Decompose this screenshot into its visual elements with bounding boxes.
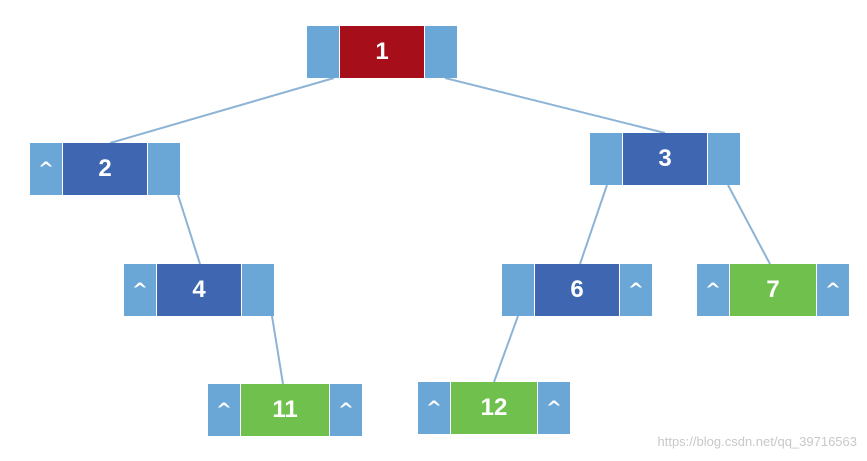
edge-3-6 bbox=[579, 184, 608, 265]
tree-node-6: 6 ^ bbox=[502, 264, 652, 316]
null-right-pointer: ^ bbox=[817, 264, 849, 316]
null-right-pointer: ^ bbox=[330, 384, 362, 436]
tree-node-3: 3 bbox=[590, 133, 740, 185]
tree-node-7: ^ 7 ^ bbox=[697, 264, 849, 316]
tree-node-2: ^ 2 bbox=[30, 143, 180, 195]
null-left-pointer: ^ bbox=[208, 384, 240, 436]
edge-1-3 bbox=[444, 77, 666, 134]
null-left-pointer: ^ bbox=[697, 264, 729, 316]
tree-node-12: ^ 12 ^ bbox=[418, 382, 570, 434]
edge-4-11 bbox=[271, 315, 284, 385]
node-value: 6 bbox=[534, 264, 620, 316]
left-pointer bbox=[502, 264, 534, 316]
edge-1-2 bbox=[109, 77, 335, 144]
edge-2-4 bbox=[177, 194, 201, 265]
edge-6-12 bbox=[493, 315, 519, 383]
right-pointer bbox=[425, 26, 457, 78]
null-right-pointer: ^ bbox=[538, 382, 570, 434]
watermark-text: https://blog.csdn.net/qq_39716563 bbox=[657, 434, 858, 449]
null-left-pointer: ^ bbox=[418, 382, 450, 434]
edge-3-7 bbox=[727, 184, 771, 265]
left-pointer bbox=[307, 26, 339, 78]
right-pointer bbox=[708, 133, 740, 185]
right-pointer bbox=[148, 143, 180, 195]
node-value: 1 bbox=[339, 26, 425, 78]
node-value: 11 bbox=[240, 384, 330, 436]
left-pointer bbox=[590, 133, 622, 185]
right-pointer bbox=[242, 264, 274, 316]
node-value: 12 bbox=[450, 382, 538, 434]
node-value: 7 bbox=[729, 264, 817, 316]
node-value: 2 bbox=[62, 143, 148, 195]
node-value: 3 bbox=[622, 133, 708, 185]
tree-node-1: 1 bbox=[307, 26, 457, 78]
tree-node-11: ^ 11 ^ bbox=[208, 384, 362, 436]
null-left-pointer: ^ bbox=[30, 143, 62, 195]
null-left-pointer: ^ bbox=[124, 264, 156, 316]
tree-node-4: ^ 4 bbox=[124, 264, 274, 316]
null-right-pointer: ^ bbox=[620, 264, 652, 316]
node-value: 4 bbox=[156, 264, 242, 316]
